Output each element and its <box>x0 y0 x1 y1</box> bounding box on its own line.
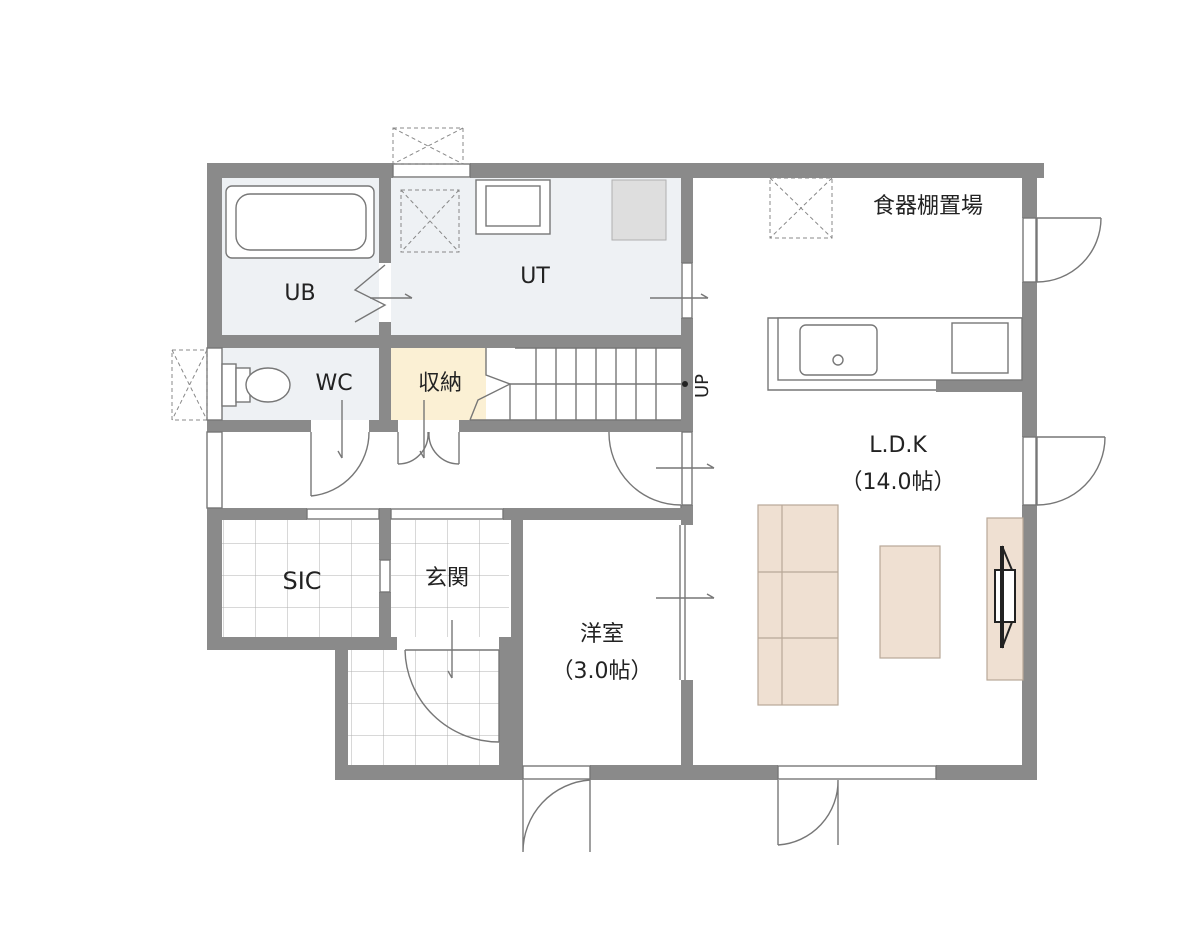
room-size-ldk: （14.0帖） <box>841 470 956 495</box>
room-label-ub: UB <box>284 281 315 306</box>
room-label-genkan: 玄関 <box>425 566 469 591</box>
storage-floor <box>391 348 486 420</box>
room-label-youshitsu: 洋室 <box>580 622 624 647</box>
sofa <box>757 504 839 706</box>
exterior-units <box>171 127 464 421</box>
coffee-table <box>879 545 941 659</box>
fridge-space <box>769 177 833 239</box>
room-label-wc: WC <box>315 371 352 396</box>
washing-machine-pan <box>400 189 460 253</box>
walls <box>207 163 1044 780</box>
room-label-sic: SIC <box>282 567 321 595</box>
room-size-youshitsu: （3.0帖） <box>552 659 653 684</box>
room-label-ldk: L.D.K <box>869 433 927 458</box>
bathtub <box>225 185 375 259</box>
dish-shelf-label: 食器棚置場 <box>873 194 983 219</box>
stairs-up-label: UP <box>692 374 713 398</box>
room-labels: UB UT WC 収納 UP SIC 玄関 洋室 （3.0帖） L.D.K （1… <box>282 194 983 684</box>
sliding-arrows <box>337 293 715 679</box>
kitchen-counter <box>767 317 1023 391</box>
genkan-floor <box>391 520 509 637</box>
toilet <box>221 363 291 407</box>
ut-shelf <box>611 179 667 241</box>
tv-board <box>986 517 1024 681</box>
windows <box>206 163 1037 780</box>
entry-floor <box>348 650 509 765</box>
sic-floor <box>222 520 379 637</box>
stairs <box>469 347 688 421</box>
washbasin <box>475 179 551 235</box>
room-label-storage: 収納 <box>418 371 462 396</box>
room-label-ut: UT <box>520 264 550 289</box>
